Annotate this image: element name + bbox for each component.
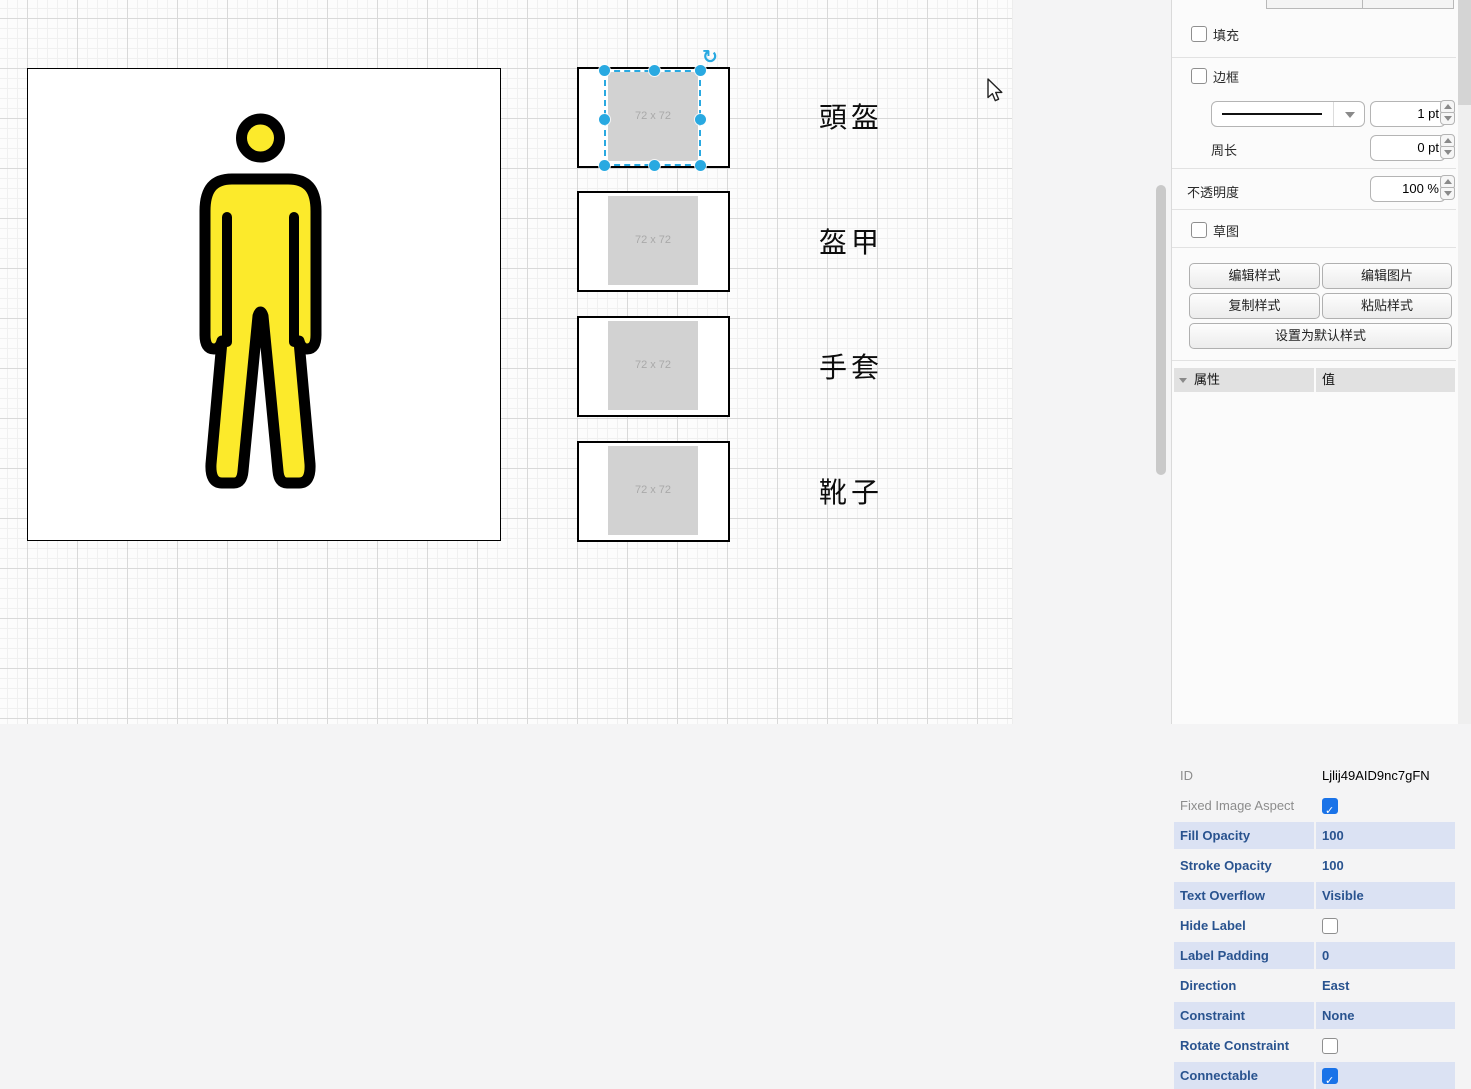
property-name: Label Padding	[1174, 942, 1314, 969]
property-value[interactable]: 100	[1316, 822, 1455, 849]
slot-label-gloves[interactable]: 手套	[818, 352, 883, 383]
image-placeholder[interactable]: 72 x 72	[608, 321, 698, 410]
standing-person-figure[interactable]	[197, 111, 323, 493]
opacity-input[interactable]: 100 %	[1370, 176, 1446, 202]
resize-handle-sw[interactable]	[599, 160, 610, 171]
line-style-preview	[1222, 113, 1322, 115]
property-name: Fill Opacity	[1174, 822, 1314, 849]
section-divider	[1172, 360, 1456, 361]
section-divider	[1172, 209, 1456, 210]
slot-box-armor[interactable]: 72 x 72	[577, 191, 730, 292]
slot-label-helmet[interactable]: 頭盔	[818, 102, 883, 133]
property-name: ID	[1180, 768, 1193, 783]
resize-handle-ne[interactable]	[695, 65, 706, 76]
fill-label: 填充	[1213, 28, 1240, 43]
perimeter-input[interactable]: 0 pt	[1370, 135, 1446, 161]
property-value[interactable]	[1316, 1032, 1455, 1059]
resize-handle-nw[interactable]	[599, 65, 610, 76]
fill-checkbox[interactable]	[1191, 26, 1207, 42]
properties-header-property: 属性	[1174, 368, 1314, 392]
border-checkbox[interactable]	[1191, 68, 1207, 84]
slot-box-gloves[interactable]: 72 x 72	[577, 316, 730, 417]
property-name: Stroke Opacity	[1180, 858, 1272, 873]
tab-stub-edit[interactable]	[1362, 0, 1454, 9]
perimeter-stepper[interactable]	[1440, 134, 1455, 159]
property-checkbox[interactable]	[1322, 1038, 1338, 1054]
line-width-input[interactable]: 1 pt	[1370, 101, 1446, 127]
stepper-down-icon[interactable]	[1440, 112, 1455, 125]
property-value[interactable]	[1316, 1062, 1455, 1089]
property-checkbox[interactable]	[1322, 1068, 1338, 1089]
resize-handle-n[interactable]	[649, 65, 660, 76]
resize-handle-e[interactable]	[695, 114, 706, 125]
resize-handle-s[interactable]	[649, 160, 660, 171]
sketch-label: 草图	[1213, 224, 1240, 239]
slot-label-boots[interactable]: 靴子	[818, 477, 883, 508]
property-value[interactable]: East	[1322, 978, 1350, 993]
section-divider	[1172, 168, 1456, 169]
property-name: Fixed Image Aspect	[1180, 798, 1295, 813]
property-value[interactable]	[1316, 792, 1455, 819]
section-divider	[1172, 247, 1456, 248]
property-value[interactable]: 0	[1316, 942, 1455, 969]
resize-handle-w[interactable]	[599, 114, 610, 125]
tab-stub-arrange[interactable]	[1266, 0, 1363, 9]
property-name: Hide Label	[1180, 918, 1246, 933]
format-panel: 填充 边框 1 pt 周长 0 pt 不透明度 100 % 草图 编辑样式 编辑…	[1171, 0, 1471, 1089]
selection-outline	[599, 65, 706, 171]
window-scrollbar-track[interactable]	[1458, 0, 1471, 724]
properties-header-value: 值	[1316, 368, 1455, 392]
property-name: Text Overflow	[1174, 882, 1314, 909]
mouse-cursor-icon	[987, 78, 1003, 102]
property-checkbox[interactable]	[1322, 918, 1338, 934]
resize-handle-se[interactable]	[695, 160, 706, 171]
chevron-down-icon	[1345, 112, 1355, 118]
slot-box-boots[interactable]: 72 x 72	[577, 441, 730, 542]
image-placeholder[interactable]: 72 x 72	[608, 72, 698, 161]
image-placeholder[interactable]: 72 x 72	[608, 446, 698, 535]
stepper-down-icon[interactable]	[1440, 146, 1455, 159]
section-divider	[1172, 57, 1456, 58]
property-name: Connectable	[1174, 1062, 1314, 1089]
canvas-vertical-scrollbar[interactable]	[1156, 185, 1166, 475]
perimeter-label: 周长	[1211, 143, 1238, 158]
line-style-dropdown[interactable]	[1211, 101, 1365, 127]
copy-style-button[interactable]: 复制样式	[1189, 293, 1320, 319]
property-value[interactable]: Visible	[1316, 882, 1455, 909]
opacity-label: 不透明度	[1187, 185, 1240, 200]
paste-style-button[interactable]: 粘贴样式	[1322, 293, 1452, 319]
property-value[interactable]: 100	[1322, 858, 1344, 873]
image-placeholder[interactable]: 72 x 72	[608, 196, 698, 285]
sketch-checkbox[interactable]	[1191, 222, 1207, 238]
set-default-style-button[interactable]: 设置为默认样式	[1189, 323, 1452, 349]
window-scrollbar-thumb[interactable]	[1458, 0, 1471, 105]
slot-box-helmet[interactable]: 72 x 72	[577, 67, 730, 168]
rotate-handle-icon[interactable]: ↻	[702, 47, 718, 68]
property-value[interactable]: None	[1316, 1002, 1455, 1029]
line-width-stepper[interactable]	[1440, 100, 1455, 125]
border-label: 边框	[1213, 70, 1240, 85]
slot-label-armor[interactable]: 盔甲	[818, 227, 883, 258]
property-checkbox[interactable]	[1322, 798, 1338, 819]
property-value[interactable]	[1316, 912, 1455, 939]
opacity-stepper[interactable]	[1440, 175, 1455, 200]
collapse-caret-icon[interactable]	[1179, 378, 1187, 383]
property-name: Rotate Constraint	[1180, 1038, 1290, 1053]
edit-image-button[interactable]: 编辑图片	[1322, 263, 1452, 289]
edit-style-button[interactable]: 编辑样式	[1189, 263, 1320, 289]
property-name: Direction	[1180, 978, 1237, 993]
stepper-down-icon[interactable]	[1440, 187, 1455, 200]
diagram-canvas[interactable]: 72 x 72 72 x 72 72 x 72 72 x 72 ↻ 頭盔 盔甲 …	[0, 0, 1013, 724]
property-value[interactable]: Ljlij49AID9nc7gFN	[1322, 768, 1430, 783]
property-name: Constraint	[1174, 1002, 1314, 1029]
